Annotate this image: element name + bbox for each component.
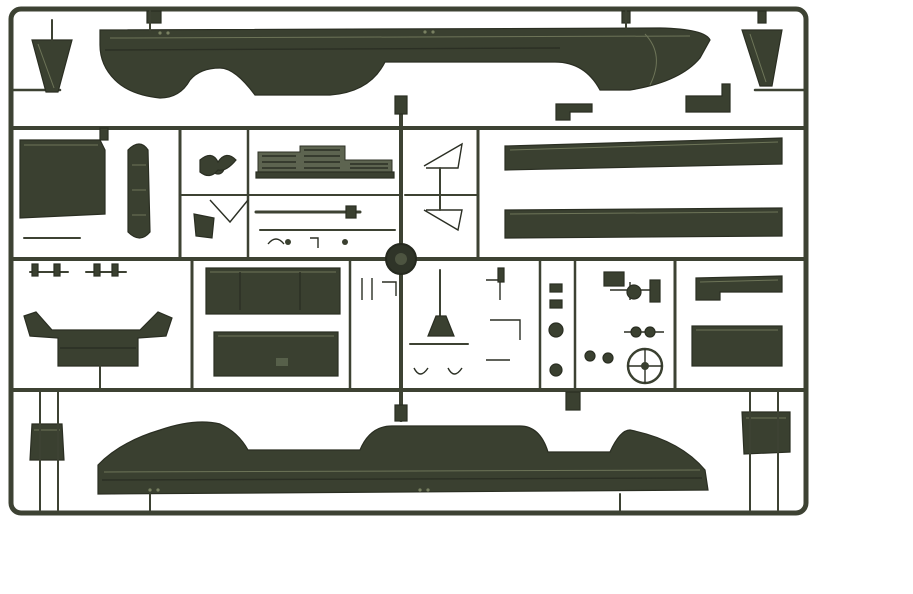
hull-half-top	[99, 10, 711, 99]
bracket-parts	[555, 83, 731, 121]
small-tree-parts-left	[23, 237, 127, 277]
bracket-small-center	[361, 278, 397, 300]
propeller-part	[199, 154, 237, 177]
box-parts-right	[691, 275, 783, 367]
panel-part-left	[19, 139, 106, 219]
wheel-part	[626, 347, 664, 385]
sprue-frame	[8, 6, 809, 516]
oval-part	[127, 143, 151, 239]
small-handle-parts	[486, 267, 521, 361]
y-frame-part	[193, 199, 249, 239]
rod-parts	[254, 205, 396, 248]
funnel-part-left	[31, 19, 73, 93]
window-frame-part	[423, 142, 463, 232]
seat-frame-part	[23, 311, 173, 389]
engine-detail-parts	[603, 271, 664, 338]
hull-half-bottom	[97, 421, 709, 512]
funnel-part-right	[741, 29, 783, 87]
mesh-grille-parts	[255, 145, 395, 179]
long-rail-parts	[504, 137, 783, 239]
seat-part-right	[741, 391, 791, 511]
seat-part-left	[29, 391, 65, 511]
deck-panel-parts	[205, 267, 341, 377]
knob-parts	[548, 283, 614, 377]
bell-part	[409, 269, 469, 375]
